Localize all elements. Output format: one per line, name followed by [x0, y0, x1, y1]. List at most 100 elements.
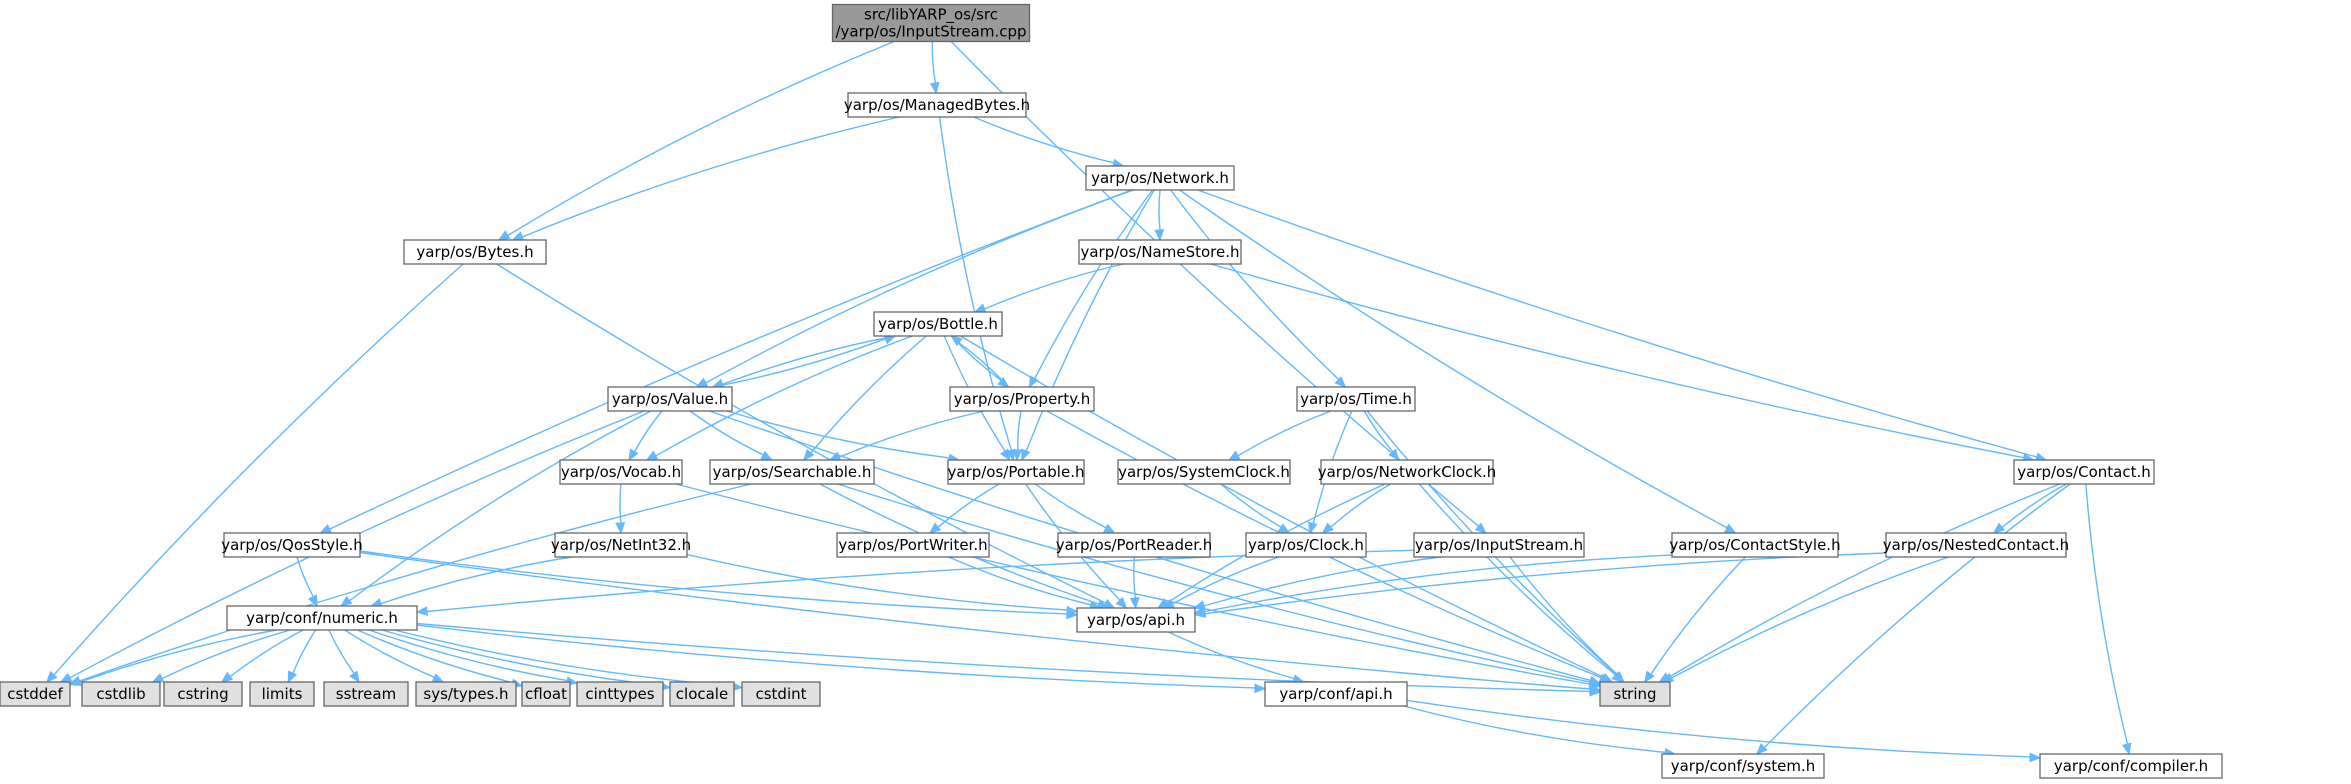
edge-line [79, 483, 752, 682]
edge-arrowhead [349, 670, 360, 684]
node-managedbytes[interactable]: yarp/os/ManagedBytes.h [844, 92, 1030, 118]
edge-line [948, 556, 1091, 606]
node-box [1413, 532, 1585, 558]
node-bytes[interactable]: yarp/os/Bytes.h [403, 239, 547, 265]
node-box [1671, 532, 1839, 558]
node-label: cinttypes [585, 685, 654, 703]
edge-line [1363, 410, 1394, 453]
edge-arrowhead [2029, 752, 2042, 763]
node-label: yarp/conf/system.h [1671, 757, 1816, 775]
node-label: yarp/os/Value.h [612, 390, 728, 408]
edge-network-to-value [695, 189, 1134, 388]
node-confapi[interactable]: yarp/conf/api.h [1264, 681, 1408, 707]
edge-vocab-to-netint32 [615, 483, 626, 535]
edge-line [984, 263, 1124, 310]
edge-bottle-to-searchable [802, 335, 927, 461]
node-box [607, 386, 733, 412]
node-portwriter[interactable]: yarp/os/PortWriter.h [836, 532, 990, 558]
node-searchable[interactable]: yarp/os/Searchable.h [709, 459, 875, 485]
edge-line [1203, 556, 1441, 607]
edges-layer [46, 40, 2132, 763]
node-box [81, 681, 161, 707]
edge-contact-to-confsystem [1755, 483, 2071, 755]
node-contactstyle[interactable]: yarp/os/ContactStyle.h [1669, 532, 1841, 558]
edge-line [1197, 189, 2037, 458]
edge-portreader-to-osapi [1129, 556, 1140, 610]
edge-arrowhead [151, 673, 165, 683]
edge-arrowhead [615, 522, 626, 535]
node-time[interactable]: yarp/os/Time.h [1296, 386, 1416, 412]
node-confsystem[interactable]: yarp/conf/system.h [1661, 753, 1825, 779]
node-box [669, 681, 735, 707]
edge-arrowhead [1192, 600, 1206, 610]
node-namestore[interactable]: yarp/os/NameStore.h [1078, 239, 1242, 265]
node-label: yarp/os/NameStore.h [1080, 243, 1239, 261]
node-qosstyle[interactable]: yarp/os/QosStyle.h [221, 532, 363, 558]
node-box [1599, 681, 1671, 707]
node-osapi[interactable]: yarp/os/api.h [1076, 607, 1196, 633]
node-systemclock[interactable]: yarp/os/SystemClock.h [1117, 459, 1291, 485]
edge-line [1133, 556, 1137, 599]
node-box [873, 311, 1003, 337]
edge-line [368, 629, 568, 682]
edge-arrowhead [340, 595, 353, 607]
node-box [1264, 681, 1408, 707]
edge-line [931, 41, 937, 84]
node-inputstream[interactable]: yarp/os/InputStream.h [1413, 532, 1585, 558]
node-box [249, 681, 315, 707]
edge-line [937, 483, 1000, 528]
edge-line [1034, 189, 1154, 379]
edge-root-to-inputstream [950, 41, 1487, 534]
edge-contactstyle-to-string [1643, 556, 1746, 684]
node-string: string [1599, 681, 1671, 707]
edge-line [416, 622, 1591, 693]
node-property[interactable]: yarp/os/Property.h [949, 386, 1095, 412]
node-clock[interactable]: yarp/os/Clock.h [1245, 532, 1367, 558]
edge-arrowhead [1021, 448, 1031, 462]
edge-portable-to-portwriter [928, 483, 1000, 534]
edge-line [521, 116, 900, 238]
node-contact[interactable]: yarp/os/Contact.h [2013, 459, 2155, 485]
edge-namestore-to-bottle [973, 263, 1124, 313]
edge-network-to-contact [1197, 189, 2048, 462]
edge-value-to-numeric [340, 410, 652, 607]
edge-arrowhead [929, 81, 940, 95]
edge-numeric-to-limits [287, 629, 317, 684]
node-box [559, 459, 683, 485]
edge-qosstyle-to-numeric [296, 556, 318, 608]
node-box [0, 681, 71, 707]
node-vocab[interactable]: yarp/os/Vocab.h [559, 459, 683, 485]
node-networkclock[interactable]: yarp/os/NetworkClock.h [1318, 459, 1497, 485]
node-box [1885, 532, 2067, 558]
node-bottle[interactable]: yarp/os/Bottle.h [873, 311, 1003, 337]
node-nestedcontact[interactable]: yarp/os/NestedContact.h [1883, 532, 2069, 558]
edge-line [837, 483, 1591, 683]
node-label: limits [262, 685, 303, 703]
node-root[interactable]: src/libYARP_os/src/yarp/os/InputStream.c… [831, 3, 1031, 43]
node-numeric[interactable]: yarp/conf/numeric.h [226, 605, 418, 631]
edge-line [53, 263, 464, 676]
edge-arrowhead [1308, 521, 1318, 535]
edge-network-to-time [1170, 189, 1347, 388]
edge-managedbytes-to-bytes [511, 116, 900, 241]
edge-arrowhead [1066, 605, 1079, 616]
edge-arrowhead [1589, 686, 1602, 697]
node-portreader[interactable]: yarp/os/PortReader.h [1056, 532, 1213, 558]
edge-line [675, 483, 1591, 685]
edge-line [79, 629, 277, 683]
node-label: yarp/os/QosStyle.h [221, 536, 363, 554]
edge-line [689, 410, 764, 456]
node-label: yarp/conf/compiler.h [2054, 757, 2208, 775]
node-netint32[interactable]: yarp/os/NetInt32.h [551, 532, 691, 558]
node-value[interactable]: yarp/os/Value.h [607, 386, 733, 412]
node-label: yarp/os/Bytes.h [416, 243, 533, 261]
node-box [1085, 165, 1235, 191]
node-label: yarp/os/Clock.h [1248, 536, 1364, 554]
node-portable[interactable]: yarp/os/Portable.h [947, 459, 1085, 485]
node-confcompiler[interactable]: yarp/conf/compiler.h [2039, 753, 2223, 779]
edge-line [1171, 556, 1280, 605]
node-network[interactable]: yarp/os/Network.h [1085, 165, 1235, 191]
edge-line [2085, 483, 2129, 745]
edge-arrowhead [1334, 376, 1347, 388]
